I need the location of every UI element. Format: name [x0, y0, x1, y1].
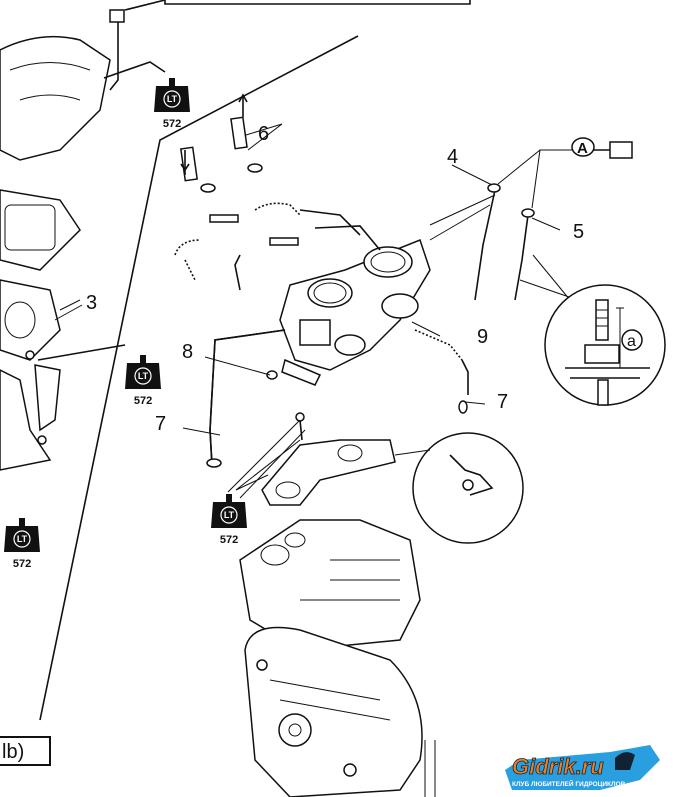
intake-manifold	[235, 412, 524, 544]
ref-A-marker	[571, 137, 595, 157]
svg-text:LT: LT	[224, 510, 235, 520]
svg-text:lb): lb)	[2, 741, 24, 763]
svg-text:LT: LT	[138, 371, 149, 381]
detail-a-label: a	[627, 333, 636, 350]
callout-9: 9	[477, 326, 488, 348]
caption-box: lb)	[0, 736, 51, 766]
engine-block	[239, 519, 436, 797]
svg-text:572: 572	[134, 395, 152, 407]
gidrik-watermark-logo: Gidrik.ru КЛУБ ЛЮБИТЕЛЕЙ ГИДРОЦИКЛОВ	[505, 745, 660, 790]
svg-text:572: 572	[220, 534, 238, 546]
callout-4: 4	[447, 146, 458, 168]
svg-text:LT: LT	[167, 94, 178, 104]
svg-text:Gidrik.ru: Gidrik.ru	[512, 754, 604, 779]
callout-7: 7	[155, 413, 166, 435]
loctite-badge: LT 572	[211, 494, 247, 546]
callout-8: 8	[182, 341, 193, 363]
svg-text:КЛУБ ЛЮБИТЕЛЕЙ ГИДРОЦИКЛОВ: КЛУБ ЛЮБИТЕЛЕЙ ГИДРОЦИКЛОВ	[512, 779, 626, 788]
left-engine-parts	[0, 0, 166, 471]
detail-a-circle	[544, 284, 666, 406]
loctite-badge: LT 572	[154, 78, 190, 130]
detail-a-marker	[621, 329, 643, 351]
loctite-badge: LT 572	[4, 518, 40, 570]
svg-text:572: 572	[163, 118, 181, 130]
callout-3: 3	[86, 292, 97, 314]
svg-text:LT: LT	[17, 534, 28, 544]
link-rods	[429, 141, 633, 301]
panel-boundary	[39, 35, 359, 721]
hose-parts	[174, 93, 361, 291]
callout-6: 6	[258, 123, 269, 145]
callout-7: 7	[497, 391, 508, 413]
svg-text:572: 572	[13, 558, 31, 570]
ref-A-label: A	[577, 140, 588, 157]
frame-fragment	[164, 0, 471, 5]
loctite-badge: LT 572	[125, 355, 161, 407]
carburetor-assembly	[206, 225, 469, 468]
callout-5: 5	[573, 221, 584, 243]
